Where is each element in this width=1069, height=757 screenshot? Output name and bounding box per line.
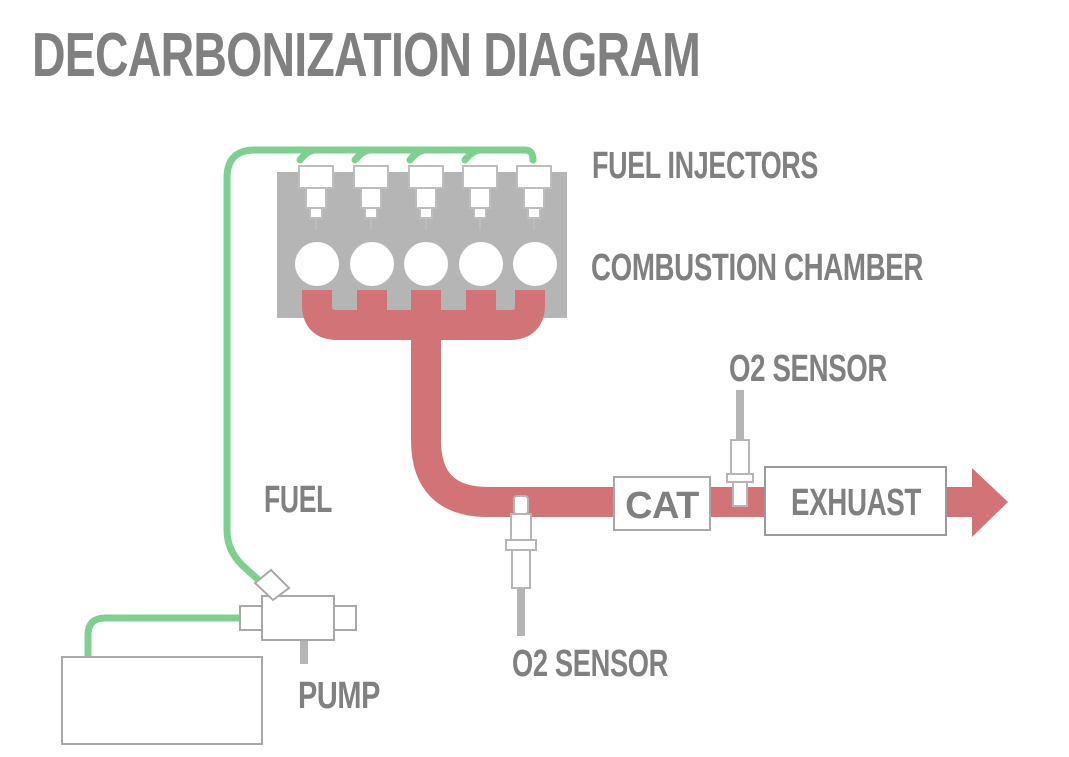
o2-sensor-bottom-label: O2 SENSOR bbox=[512, 643, 668, 685]
fuel-line bbox=[84, 146, 537, 659]
page-title: DECARBONIZATION DIAGRAM bbox=[32, 21, 700, 90]
fuel-injectors bbox=[298, 165, 552, 230]
catalytic-converter-box bbox=[613, 476, 711, 531]
exhaust-box bbox=[764, 466, 947, 536]
fuel-injectors-label: FUEL INJECTORS bbox=[592, 145, 818, 187]
fuel-tank bbox=[61, 656, 263, 745]
o2-sensor-top bbox=[726, 390, 754, 507]
pump-label: PUMP bbox=[298, 675, 380, 717]
exhaust-label: EXHUAST bbox=[791, 482, 921, 524]
exhaust-pipe bbox=[302, 290, 980, 517]
fuel-pump bbox=[239, 568, 357, 664]
fuel-label: FUEL bbox=[264, 479, 332, 521]
cat-label: CAT bbox=[625, 485, 699, 527]
exhaust-arrow-head bbox=[972, 468, 1008, 537]
o2-sensor-top-label: O2 SENSOR bbox=[729, 348, 887, 390]
combustion-cylinders bbox=[295, 242, 557, 286]
o2-sensor-bottom bbox=[505, 495, 537, 636]
combustion-chamber-label: COMBUSTION CHAMBER bbox=[591, 247, 923, 289]
